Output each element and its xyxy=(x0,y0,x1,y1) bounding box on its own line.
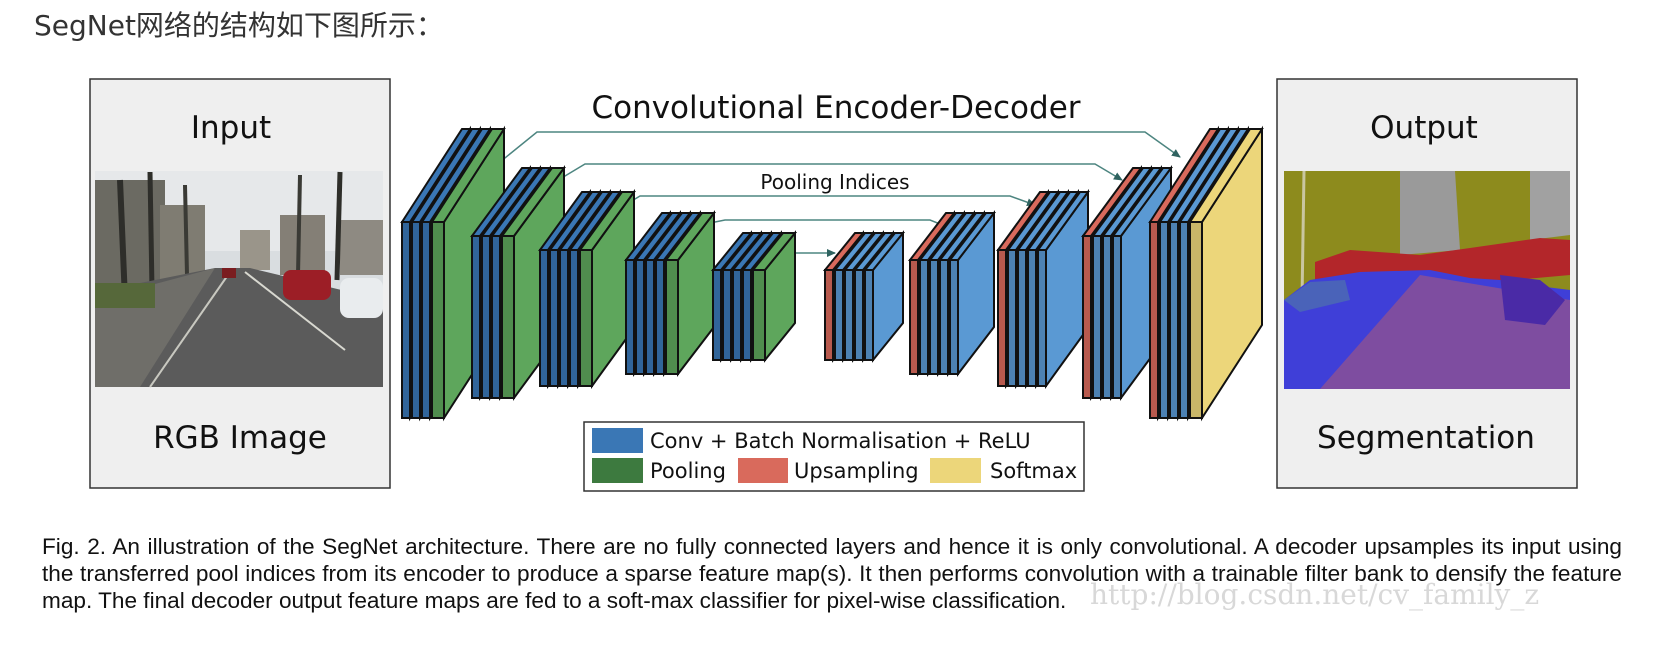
network-layers xyxy=(400,125,1264,422)
watermark: http://blog.csdn.net/cv_family_z xyxy=(1090,578,1540,611)
legend-label-conv: Conv + Batch Normalisation + ReLU xyxy=(650,429,1031,453)
legend-swatch-upsampling xyxy=(738,458,788,483)
legend-label-upsampling: Upsampling xyxy=(794,459,919,483)
input-caption: RGB Image xyxy=(153,420,327,456)
skip-arrow-2 xyxy=(554,163,1123,183)
segmentation-image xyxy=(1284,170,1570,389)
skip-arrow-4 xyxy=(699,219,951,229)
legend-swatch-pooling xyxy=(592,458,643,483)
legend-label-pooling: Pooling xyxy=(650,459,726,483)
legend: Conv + Batch Normalisation + ReLU Poolin… xyxy=(583,421,1085,492)
figure-title: Convolutional Encoder-Decoder xyxy=(591,90,1080,126)
rgb-street-image xyxy=(95,171,383,388)
skip-arrow-3 xyxy=(619,195,1036,209)
output-title: Output xyxy=(1370,110,1478,146)
encoder-stage-3-pooling-5 xyxy=(578,188,636,390)
decoder-stage-1-conv_decoder-5 xyxy=(862,230,906,363)
decoder-stage-2-conv_decoder-5 xyxy=(947,210,997,377)
legend-swatch-softmax xyxy=(930,458,981,483)
legend-label-softmax: Softmax xyxy=(990,459,1077,483)
decoder-stage-3-conv_decoder-5 xyxy=(1036,188,1090,390)
encoder-stage-5-pooling-5 xyxy=(750,230,798,363)
intro-text: SegNet网络的结构如下图所示： xyxy=(34,9,444,42)
figure-caption: Fig. 2. An illustration of the SegNet ar… xyxy=(42,534,1622,613)
decoder-stage-5-softmax-5 xyxy=(1188,125,1264,422)
output-panel: Output Segmentation xyxy=(1276,78,1578,489)
encoder-stage-4-pooling-5 xyxy=(663,210,717,377)
skip-arrow-1 xyxy=(499,131,1181,163)
legend-swatch-conv xyxy=(592,428,643,453)
pooling-indices-label: Pooling Indices xyxy=(760,170,909,194)
input-title: Input xyxy=(191,110,271,146)
input-panel: Input RGB Image xyxy=(89,78,391,489)
output-caption: Segmentation xyxy=(1317,420,1535,456)
